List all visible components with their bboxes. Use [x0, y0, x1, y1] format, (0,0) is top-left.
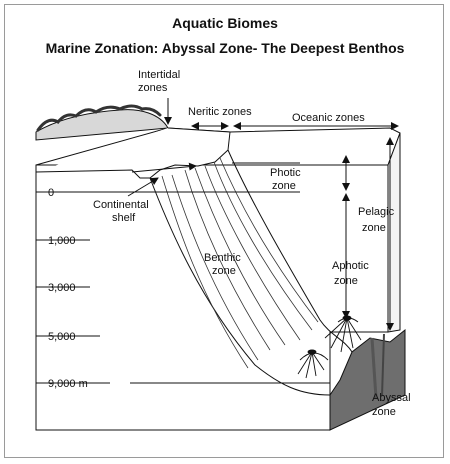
depth-0: 0	[48, 187, 54, 199]
label-shelf-line1: Continental	[93, 199, 149, 211]
continental-slope	[149, 177, 331, 396]
label-benthic-line2: zone	[212, 265, 236, 277]
diagram-title: Aquatic Biomes	[172, 15, 278, 31]
shoreline-grass	[36, 104, 162, 132]
label-oceanic: Oceanic zones	[292, 112, 365, 124]
depth-1000: 1,000	[48, 235, 76, 247]
abyssal-seabed	[329, 328, 406, 431]
label-aphotic-line1: Aphotic	[332, 260, 369, 272]
label-abyssal-line2: zone	[372, 406, 396, 418]
label-shelf-line2: shelf	[112, 212, 136, 224]
label-photic-line2: zone	[272, 180, 296, 192]
label-intertidal-line1: Intertidal	[138, 69, 180, 81]
label-abyssal-line1: Abyssal	[372, 392, 411, 404]
zone-arrows	[127, 98, 399, 331]
depth-3000: 3,000	[48, 282, 76, 294]
slope-texture	[161, 157, 319, 369]
depth-lines	[36, 191, 330, 384]
continental-shelf	[35, 127, 231, 179]
depth-5000: 5,000	[48, 331, 76, 343]
label-aphotic-line2: zone	[334, 275, 358, 287]
label-neritic: Neritic zones	[188, 106, 252, 118]
seamounts	[297, 315, 385, 399]
label-pelagic-line2: zone	[362, 222, 386, 234]
slope-outline-upper	[227, 149, 353, 353]
diagram-subtitle: Marine Zonation: Abyssal Zone- The Deepe…	[45, 40, 405, 56]
label-pelagic-line1: Pelagic	[358, 206, 395, 218]
label-benthic-line1: Benthic	[204, 252, 241, 264]
label-photic-line1: Photic	[270, 167, 301, 179]
label-intertidal-line2: zones	[138, 82, 168, 94]
depth-9000: 9,000 m	[48, 378, 88, 390]
